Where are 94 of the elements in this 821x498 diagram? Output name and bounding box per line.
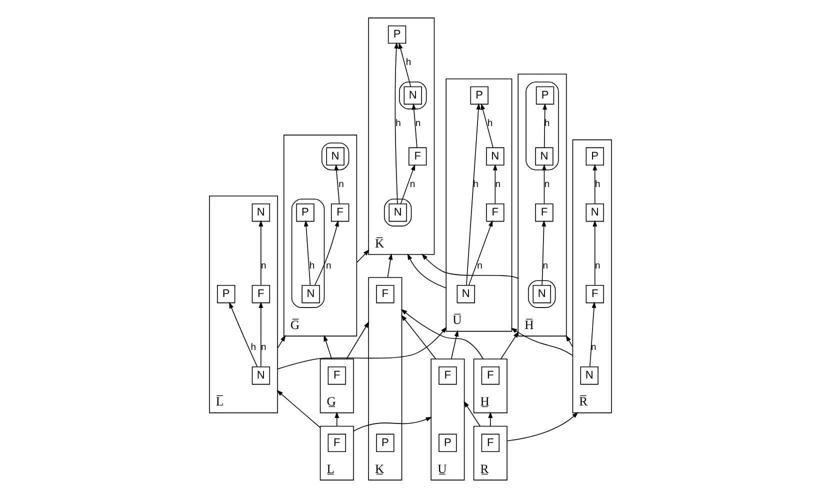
arrow (353, 416, 432, 432)
node-box: P (586, 147, 604, 166)
arrow (412, 103, 418, 148)
arrow (356, 249, 370, 263)
node-box: F (486, 204, 504, 222)
edge-label: h (595, 178, 600, 190)
arrow (401, 314, 436, 360)
node-box: F (376, 285, 394, 304)
node-box: F (586, 285, 604, 304)
arrow (324, 334, 332, 360)
arrow (277, 326, 447, 370)
edge-label: n (544, 178, 550, 190)
node-box: N (532, 285, 551, 304)
arrow (566, 335, 574, 348)
edge-label: h (406, 57, 412, 68)
arrow (334, 164, 340, 204)
arrow (346, 321, 370, 360)
edge-label: n (261, 260, 266, 272)
node-box: N (252, 366, 270, 385)
arrow (398, 42, 412, 88)
edge-label: n (261, 342, 266, 353)
node-box: N (456, 285, 475, 304)
arrow (488, 412, 493, 427)
arrow (400, 308, 484, 360)
node-box: N (252, 204, 270, 222)
node-box: P (470, 86, 488, 105)
edge-label: h (250, 342, 256, 353)
node-box: N (586, 204, 604, 222)
node-box: N (302, 285, 320, 304)
node-box: P (217, 285, 236, 304)
edge-label: h (473, 178, 478, 190)
arrow (258, 220, 264, 286)
arrow (314, 220, 339, 286)
node-box: P (388, 25, 406, 44)
node-box: N (326, 147, 344, 166)
arrow (394, 42, 399, 204)
node-box: F (481, 366, 500, 385)
edge-label: n (495, 178, 501, 190)
node-box: P (296, 204, 314, 222)
edge-label: h (487, 118, 493, 130)
arrow (276, 390, 321, 428)
node-box: F (408, 147, 427, 166)
arrow (480, 103, 494, 148)
node-box: N (535, 147, 554, 166)
edge-label: n (542, 260, 548, 272)
arrow (277, 335, 286, 349)
arrow (466, 103, 481, 286)
cluster (291, 198, 325, 308)
cluster (528, 280, 556, 308)
node-box: P (536, 86, 554, 105)
node-box: F (252, 285, 270, 304)
arrow (407, 253, 446, 288)
arrow (500, 331, 519, 360)
edge-label: n (415, 118, 421, 130)
arrow (506, 412, 578, 442)
node-box: F (330, 204, 350, 222)
edge-label: n (338, 178, 344, 190)
node-box: N (388, 204, 407, 222)
node-box: N (580, 366, 598, 385)
edge-label: h (544, 118, 550, 130)
edge-label: h (396, 118, 401, 130)
node-box: F (535, 204, 554, 222)
edge-label: n (591, 342, 596, 353)
node-box: F (328, 366, 346, 385)
node-box: F (438, 366, 457, 385)
arrow (229, 302, 258, 368)
arrow (304, 220, 311, 286)
edge-label: h (309, 260, 315, 272)
edge-label: n (595, 260, 600, 272)
edge-label: n (410, 178, 416, 190)
arrow (542, 220, 546, 286)
cluster (384, 198, 412, 226)
node-box: P (376, 434, 394, 452)
node-box: P (438, 434, 457, 452)
arrow (592, 220, 598, 286)
arrow (258, 302, 264, 368)
edge-label: n (326, 260, 332, 272)
arrow (464, 400, 481, 427)
node-box: N (486, 147, 504, 166)
edge-label: n (477, 260, 482, 272)
arrow (510, 328, 574, 356)
arrow (400, 164, 416, 204)
node-box: N (404, 86, 422, 105)
arrow (592, 164, 598, 204)
arrow (542, 103, 548, 148)
arrow (387, 253, 393, 278)
arrow (492, 164, 498, 204)
arrow (334, 412, 340, 427)
arrow (450, 330, 459, 360)
arrow (590, 302, 596, 368)
node-box: F (481, 434, 500, 452)
arrow (542, 164, 546, 204)
node-box: F (328, 434, 346, 452)
arrow (468, 220, 493, 286)
